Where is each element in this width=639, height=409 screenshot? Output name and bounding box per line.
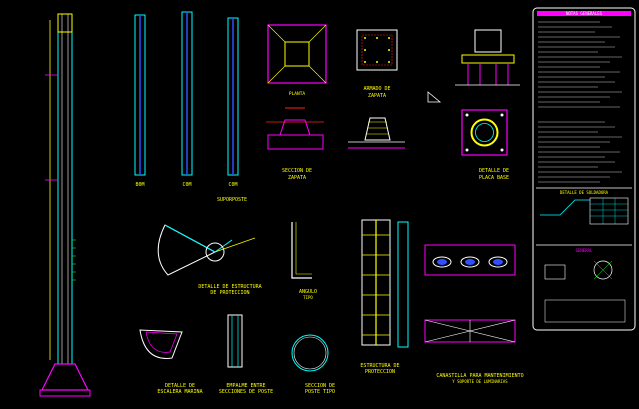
footing-rebar-plan: ARMADO DE ZAPATA: [356, 29, 398, 99]
armado-zapata-label-2: ZAPATA: [368, 93, 386, 99]
general-header: GENERAL: [576, 248, 593, 253]
empalme-label-1: EMPALME ENTRE: [226, 383, 265, 389]
notes-header: NOTAS GENERALES: [566, 11, 603, 16]
tall-pole-elevation: [39, 13, 91, 397]
pole-section: SECCION DE POSTE TIPO: [291, 334, 335, 395]
notes-lines: [538, 21, 622, 183]
soldadura-header: DETALLE DE SOLDADURA: [560, 190, 609, 195]
base-plate-detail: DETALLE DE PLACA BASE: [461, 109, 509, 181]
escalera-label-2: ESCALERA MARINA: [157, 389, 202, 395]
estructura-label-1: ESTRUCTURA DE: [360, 363, 399, 369]
footing-rebar-section: [348, 117, 405, 149]
canastilla-label-1: CANASTILLA PARA MANTENIMIENTO: [436, 373, 523, 379]
pole-segments: B0M C0M C0M SUPORPOSTE: [134, 11, 247, 203]
angle-section: ANGULO TIPO: [291, 222, 317, 300]
detalle-placa-label-1: DETALLE DE: [479, 168, 509, 174]
segment-label-1: B0M: [135, 182, 144, 188]
angulo-label-2: TIPO: [303, 295, 313, 300]
protection-structure-detail: DETALLE DE ESTRUCTURA DE PROTECCION: [157, 224, 262, 296]
general-detail-drawings: [544, 260, 626, 323]
escalera-label-1: DETALLE DE: [165, 383, 195, 389]
protection-structure-elevation: ESTRUCTURA DE PROTECCION: [360, 219, 409, 375]
splice-detail: EMPALME ENTRE SECCIONES DE POSTE: [219, 314, 273, 395]
seccion-zapata-label-1: SECCION DE: [282, 168, 312, 174]
section-marker: [427, 91, 442, 103]
ladder-detail: DETALLE DE ESCALERA MARINA: [139, 329, 203, 395]
despiece-subtitle: SUPORPOSTE: [217, 197, 247, 203]
detalle-estructura-label-1: DETALLE DE ESTRUCTURA: [198, 284, 261, 290]
weld-detail-drawing: [540, 197, 629, 225]
seccion-poste-label-1: SECCION DE: [305, 383, 335, 389]
segment-label-2: C0M: [182, 182, 191, 188]
angulo-label-1: ANGULO: [299, 289, 317, 295]
maintenance-basket: CANASTILLA PARA MANTENIMIENTO Y SOPORTE …: [424, 244, 524, 384]
estructura-label-2: PROTECCION: [365, 369, 395, 375]
detalle-estructura-label-2: DE PROTECCION: [210, 290, 249, 296]
planta-label: PLANTA: [289, 91, 306, 97]
title-block: NOTAS GENERALES DETALLE DE SOLDADURA: [532, 7, 636, 331]
segment-label-3: C0M: [228, 182, 237, 188]
footing-section: SECCION DE ZAPATA: [266, 107, 324, 181]
empalme-label-2: SECCIONES DE POSTE: [219, 389, 273, 395]
canastilla-label-2: Y SOPORTE DE LUMINARIAS: [452, 379, 508, 384]
detalle-placa-label-2: PLACA BASE: [479, 175, 509, 181]
seccion-zapata-label-2: ZAPATA: [288, 175, 306, 181]
seccion-poste-label-2: POSTE TIPO: [305, 389, 335, 395]
footing-plan: PLANTA: [267, 24, 327, 97]
armado-zapata-label-1: ARMADO DE: [363, 86, 390, 92]
base-plate-elevation: [455, 29, 520, 86]
